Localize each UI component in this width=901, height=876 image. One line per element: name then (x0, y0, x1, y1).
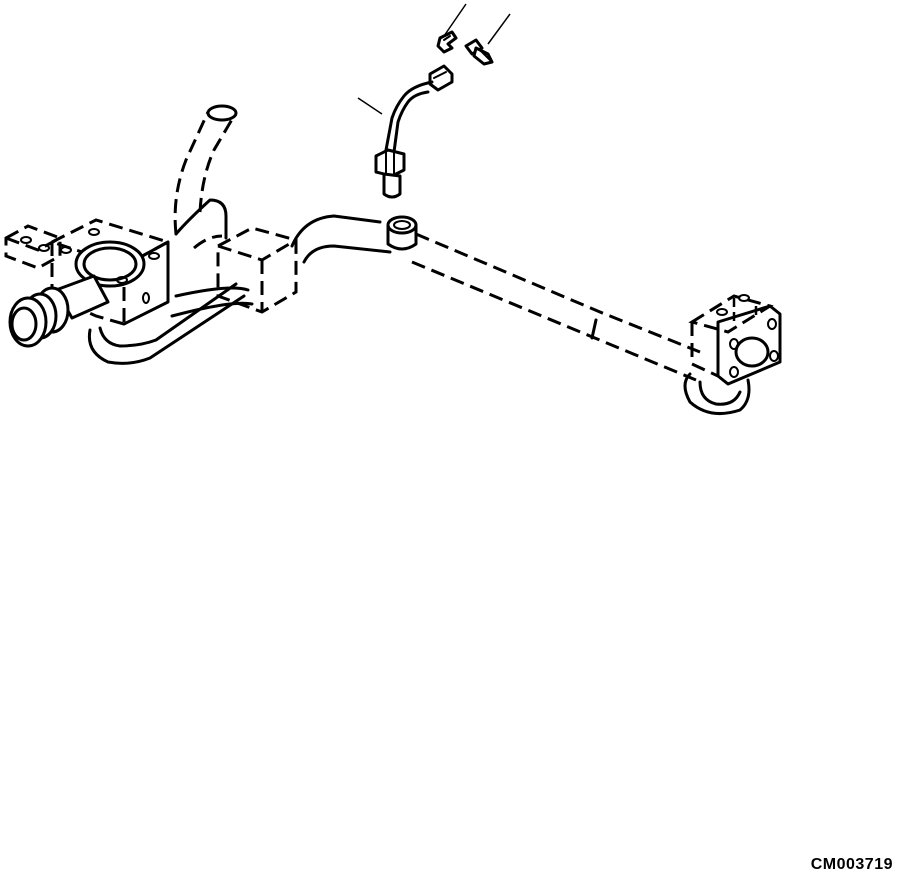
upper-pipe (173, 104, 238, 250)
temperature-sensor (374, 64, 454, 199)
leader-line-clip (443, 3, 467, 37)
clip-part (436, 30, 458, 54)
figure-code: CM003719 (810, 856, 893, 873)
bolt-part (464, 38, 494, 66)
main-pipe (290, 214, 751, 416)
right-flange-block (688, 294, 782, 386)
left-mounting-bracket (4, 224, 62, 270)
left-flange-block (48, 218, 172, 326)
sensor-boss (386, 215, 418, 251)
leader-line-sensor (357, 97, 383, 115)
leader-lines (357, 3, 511, 115)
left-hose-outlet (8, 274, 110, 348)
leader-line-bolt (487, 13, 511, 45)
lower-pipe (87, 282, 246, 365)
